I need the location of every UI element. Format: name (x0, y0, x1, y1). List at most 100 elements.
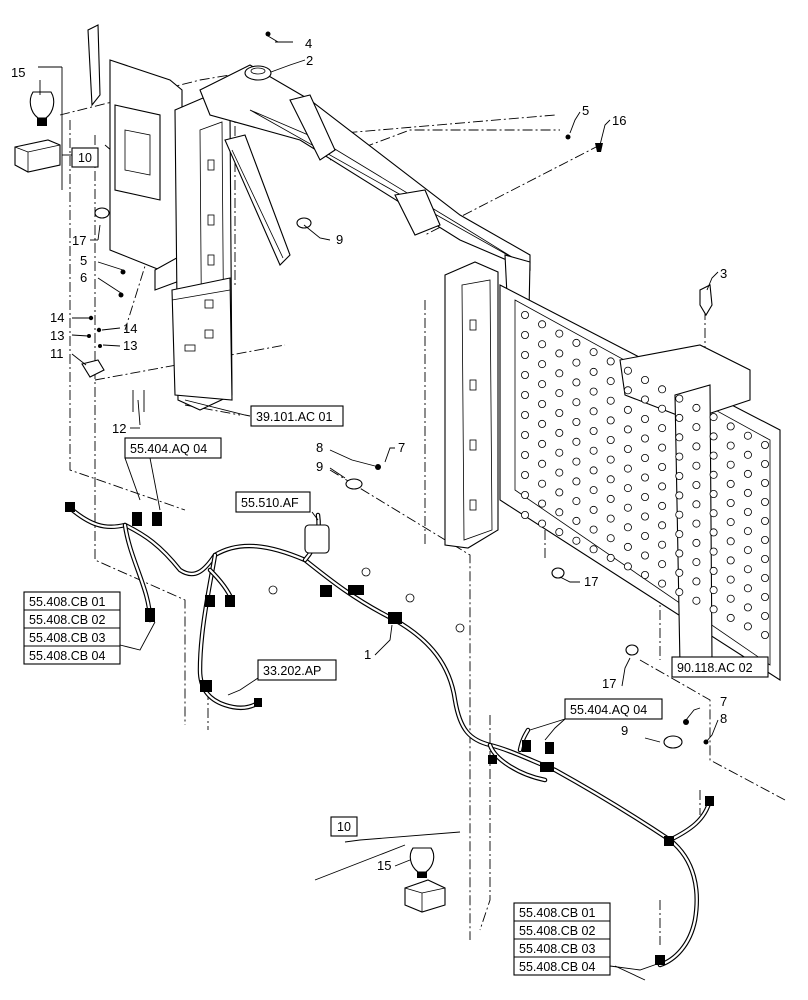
callout-2: 2 (306, 53, 313, 68)
perforation-hole (555, 408, 564, 417)
perforation-hole (572, 536, 581, 545)
screw-icon (265, 31, 271, 37)
perforation-hole (623, 562, 632, 571)
perforation-hole (658, 385, 667, 394)
perforation-hole (761, 536, 770, 545)
callout-9-mid: 9 (316, 459, 323, 474)
perforation-hole (658, 482, 667, 491)
perforation-hole (538, 479, 547, 488)
perforation-hole (572, 477, 581, 486)
perforation-hole (572, 358, 581, 367)
perforation-hole (606, 357, 615, 366)
perforation-hole (589, 407, 598, 416)
perforation-hole (555, 369, 564, 378)
perforation-hole (606, 435, 615, 444)
perforation-hole (589, 525, 598, 534)
perforation-hole (675, 568, 684, 577)
perforation-hole (726, 518, 735, 527)
ref-cb-right-02: 55.408.CB 02 (519, 924, 595, 938)
perforation-hole (606, 494, 615, 503)
perforation-hole (709, 605, 718, 614)
lamp-housing-icon (404, 879, 446, 913)
perforation-hole (709, 528, 718, 537)
perforation-hole (572, 398, 581, 407)
perforation-hole (623, 484, 632, 493)
perforation-hole (743, 622, 752, 631)
ref-cb-left-02: 55.408.CB 02 (29, 613, 105, 627)
perforation-hole (555, 428, 564, 437)
perforation-hole (641, 551, 650, 560)
perforation-hole (538, 439, 547, 448)
perforation-hole (555, 528, 564, 537)
perforation-hole (709, 566, 718, 575)
perforation-hole (726, 422, 735, 431)
harness-clips (268, 567, 465, 633)
perforation-hole (589, 426, 598, 435)
perforation-hole (761, 574, 770, 583)
perforation-hole (521, 490, 530, 499)
perforation-hole (743, 603, 752, 612)
perforation-hole (521, 470, 530, 479)
perforation-hole (675, 588, 684, 597)
perforation-hole (623, 464, 632, 473)
perforation-holes (521, 310, 770, 640)
ref-55-510-af: 55.510.AF (241, 496, 299, 510)
ref-90-118-ac-02: 90.118.AC 02 (677, 661, 753, 675)
callout-5-left: 5 (80, 253, 87, 268)
callout-17-right: 17 (602, 676, 616, 691)
perforation-hole (761, 459, 770, 468)
perforation-hole (521, 430, 530, 439)
perforation-hole (761, 517, 770, 526)
ref-cb-left-01: 55.408.CB 01 (29, 595, 105, 609)
perforation-hole (675, 510, 684, 519)
perforation-hole (743, 469, 752, 478)
perforation-hole (658, 443, 667, 452)
callout-3: 3 (720, 266, 727, 281)
perforation-hole (606, 534, 615, 543)
tie-strap-icon (296, 217, 312, 229)
perforation-hole (572, 417, 581, 426)
leader-lines (38, 35, 719, 981)
perforation-hole (641, 571, 650, 580)
perforation-hole (589, 466, 598, 475)
perforation-hole (572, 378, 581, 387)
callout-17-left: 17 (72, 233, 86, 248)
perforation-hole (521, 350, 530, 359)
right-upright (444, 261, 499, 549)
perforation-hole (726, 556, 735, 565)
perforation-hole (538, 320, 547, 329)
ref-lamp-assembly-lower: 10 (337, 820, 351, 834)
harness-connectors (65, 502, 714, 965)
ref-55-404-aq-04-top: 55.404.AQ 04 (130, 442, 207, 456)
callout-8-mid: 8 (316, 440, 323, 455)
perforation-hole (658, 540, 667, 549)
ref-55-404-aq-04-right: 55.404.AQ 04 (570, 703, 647, 717)
wiring-harness (67, 505, 713, 968)
perforation-hole (675, 549, 684, 558)
ref-cb-right-04: 55.408.CB 04 (519, 960, 595, 974)
perforation-hole (521, 390, 530, 399)
perforation-hole (641, 414, 650, 423)
perforation-hole (692, 596, 701, 605)
perforation-hole (658, 501, 667, 510)
perforation-hole (692, 461, 701, 470)
nut-icon (565, 134, 571, 140)
perforation-hole (743, 584, 752, 593)
perforation-hole (606, 377, 615, 386)
callout-4: 4 (305, 36, 312, 51)
perforation-hole (606, 514, 615, 523)
callout-5-right: 5 (582, 103, 589, 118)
perforation-hole (743, 431, 752, 440)
perforation-hole (623, 444, 632, 453)
perforation-hole (743, 527, 752, 536)
perforation-hole (572, 338, 581, 347)
perforation-hole (555, 349, 564, 358)
perforation-hole (761, 593, 770, 602)
perforation-hole (572, 497, 581, 506)
perforation-hole (538, 499, 547, 508)
perforation-hole (641, 395, 650, 404)
left-frame-uprights (87, 24, 233, 411)
perforation-hole (709, 451, 718, 460)
perforation-hole (743, 546, 752, 555)
